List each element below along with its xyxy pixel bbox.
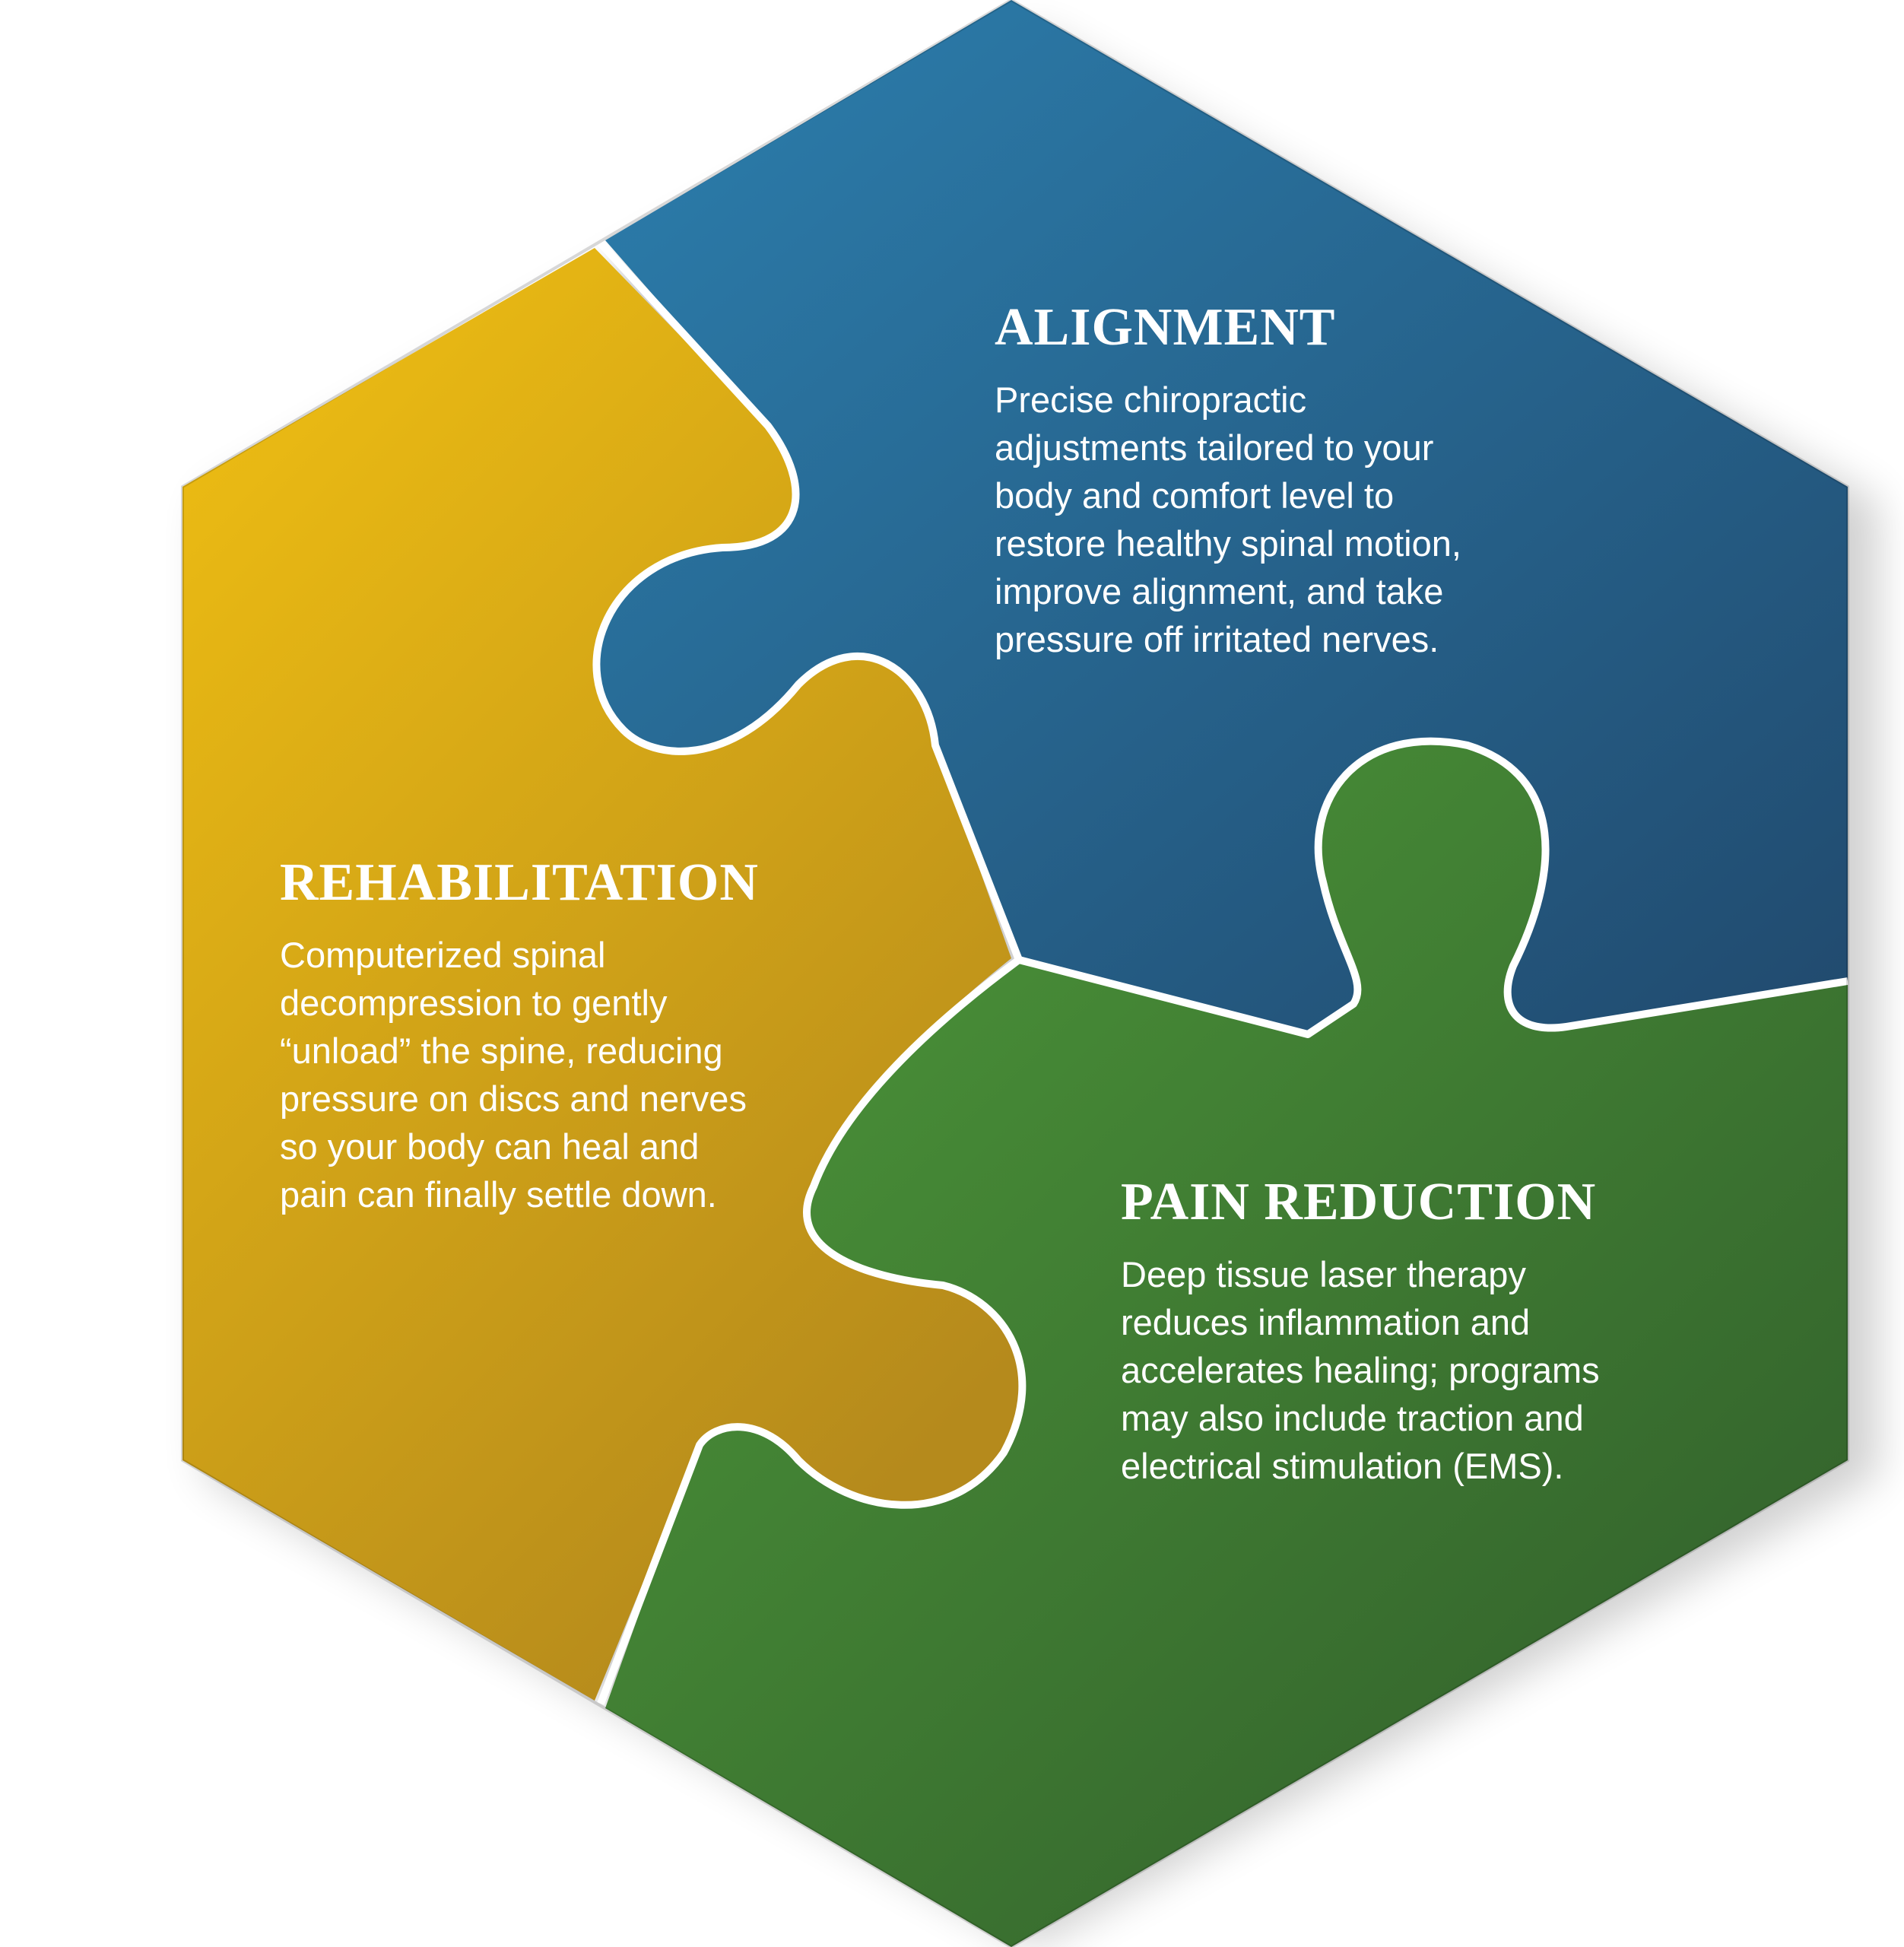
pain-reduction-line: electrical stimulation (EMS). xyxy=(1121,1446,1564,1486)
pain-reduction-line: Deep tissue laser therapy xyxy=(1121,1254,1526,1294)
rehabilitation-title: REHABILITATION xyxy=(280,853,759,912)
rehabilitation-piece xyxy=(182,248,1023,1701)
hexagon-outline xyxy=(181,0,1849,1947)
alignment-panel: ALIGNMENT Precise chiropractic adjustmen… xyxy=(995,301,1461,663)
pain-reduction-piece xyxy=(605,741,1848,1947)
divider-alignment-pain xyxy=(1017,737,1848,1038)
pain-reduction-title: PAIN REDUCTION xyxy=(1121,1173,1597,1231)
alignment-line: restore healthy spinal motion, xyxy=(995,523,1461,564)
pain-reduction-panel: PAIN REDUCTION Deep tissue laser therapy… xyxy=(1121,1176,1600,1490)
pain-reduction-line: may also include traction and xyxy=(1121,1398,1584,1438)
divider-rehab-pain xyxy=(597,956,1027,1705)
alignment-line: improve alignment, and take xyxy=(995,571,1444,611)
rehabilitation-line: Computerized spinal xyxy=(280,935,606,975)
rehabilitation-line: decompression to gently xyxy=(280,983,668,1023)
alignment-line: body and comfort level to xyxy=(995,475,1395,516)
pain-reduction-description: Deep tissue laser therapy reduces inflam… xyxy=(1121,1250,1600,1490)
rehabilitation-description: Computerized spinal decompression to gen… xyxy=(280,931,759,1218)
alignment-title: ALIGNMENT xyxy=(995,298,1336,357)
alignment-line: adjustments tailored to your xyxy=(995,427,1434,468)
pain-reduction-line: reduces inflammation and xyxy=(1121,1302,1531,1342)
rehabilitation-panel: REHABILITATION Computerized spinal decom… xyxy=(280,856,759,1218)
alignment-description: Precise chiropractic adjustments tailore… xyxy=(995,376,1461,663)
rehabilitation-line: “unload” the spine, reducing xyxy=(280,1031,723,1071)
alignment-line: pressure off irritated nerves. xyxy=(995,619,1439,659)
rehabilitation-line: so your body can heal and xyxy=(280,1126,700,1167)
alignment-piece xyxy=(596,0,1848,1034)
divider-rehab-alignment xyxy=(592,240,1023,961)
rehabilitation-line: pain can finally settle down. xyxy=(280,1174,717,1215)
pain-reduction-line: accelerates healing; programs xyxy=(1121,1350,1600,1390)
alignment-line: Precise chiropractic xyxy=(995,380,1307,420)
rehabilitation-line: pressure on discs and nerves xyxy=(280,1078,747,1119)
